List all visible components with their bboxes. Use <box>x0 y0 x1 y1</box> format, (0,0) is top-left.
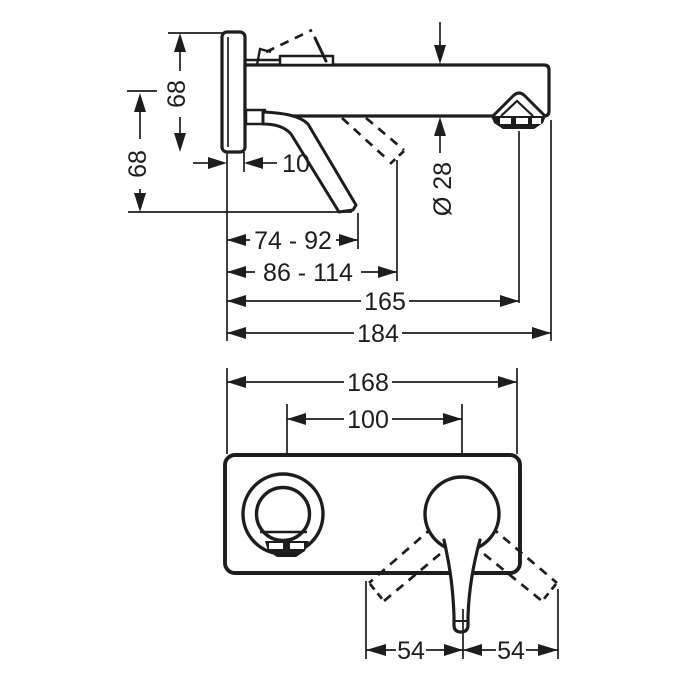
handle-base-side <box>278 54 335 67</box>
handle-open-position-side <box>265 28 313 54</box>
front-view-arrowheads <box>227 376 558 656</box>
spout-side <box>243 63 551 118</box>
faucet-front-geometry <box>223 453 558 659</box>
side-view: 68 68 10 Ø 28 74 - 92 86 - 114 165 184 <box>124 22 552 348</box>
front-view-label-backgrounds <box>344 371 526 661</box>
front-view: 168 100 54 54 <box>223 368 559 665</box>
dim-escutcheon-height: 68 <box>163 80 191 108</box>
spout-front <box>241 472 325 557</box>
front-view-labels: 168 100 54 54 <box>347 369 525 665</box>
faucet-side-geometry <box>220 28 551 214</box>
dim-lever-projection-open: 86 - 114 <box>263 259 353 287</box>
lever-side <box>261 110 358 214</box>
handle-tip-side <box>313 36 328 63</box>
lever-open-position-side <box>341 116 405 165</box>
dim-escutcheon-width: 168 <box>347 369 389 397</box>
dim-spout-length: 184 <box>357 320 399 348</box>
dim-escutcheon-depth: 10 <box>282 150 310 178</box>
wall-plate-side <box>220 30 247 154</box>
handle-front <box>423 475 501 634</box>
dim-spout-diameter: Ø 28 <box>429 162 457 216</box>
handle-lever-front <box>442 538 482 634</box>
dim-handle-swing-right: 54 <box>497 637 525 665</box>
aerator-side <box>491 91 547 129</box>
dim-spout-to-handle-distance: 100 <box>347 406 389 434</box>
dim-outlet-center-drop: 68 <box>124 150 152 178</box>
handle-swing-right-dashed <box>483 525 558 603</box>
handle-swing-left-dashed <box>368 525 441 603</box>
dim-lever-projection: 74 - 92 <box>254 227 332 255</box>
dim-handle-swing-left: 54 <box>397 637 425 665</box>
side-view-labels: 68 68 10 Ø 28 74 - 92 86 - 114 165 184 <box>124 80 457 348</box>
dim-aerator-center-distance: 165 <box>364 288 406 316</box>
side-view-label-backgrounds <box>127 71 409 344</box>
side-view-arrowheads <box>134 33 551 339</box>
